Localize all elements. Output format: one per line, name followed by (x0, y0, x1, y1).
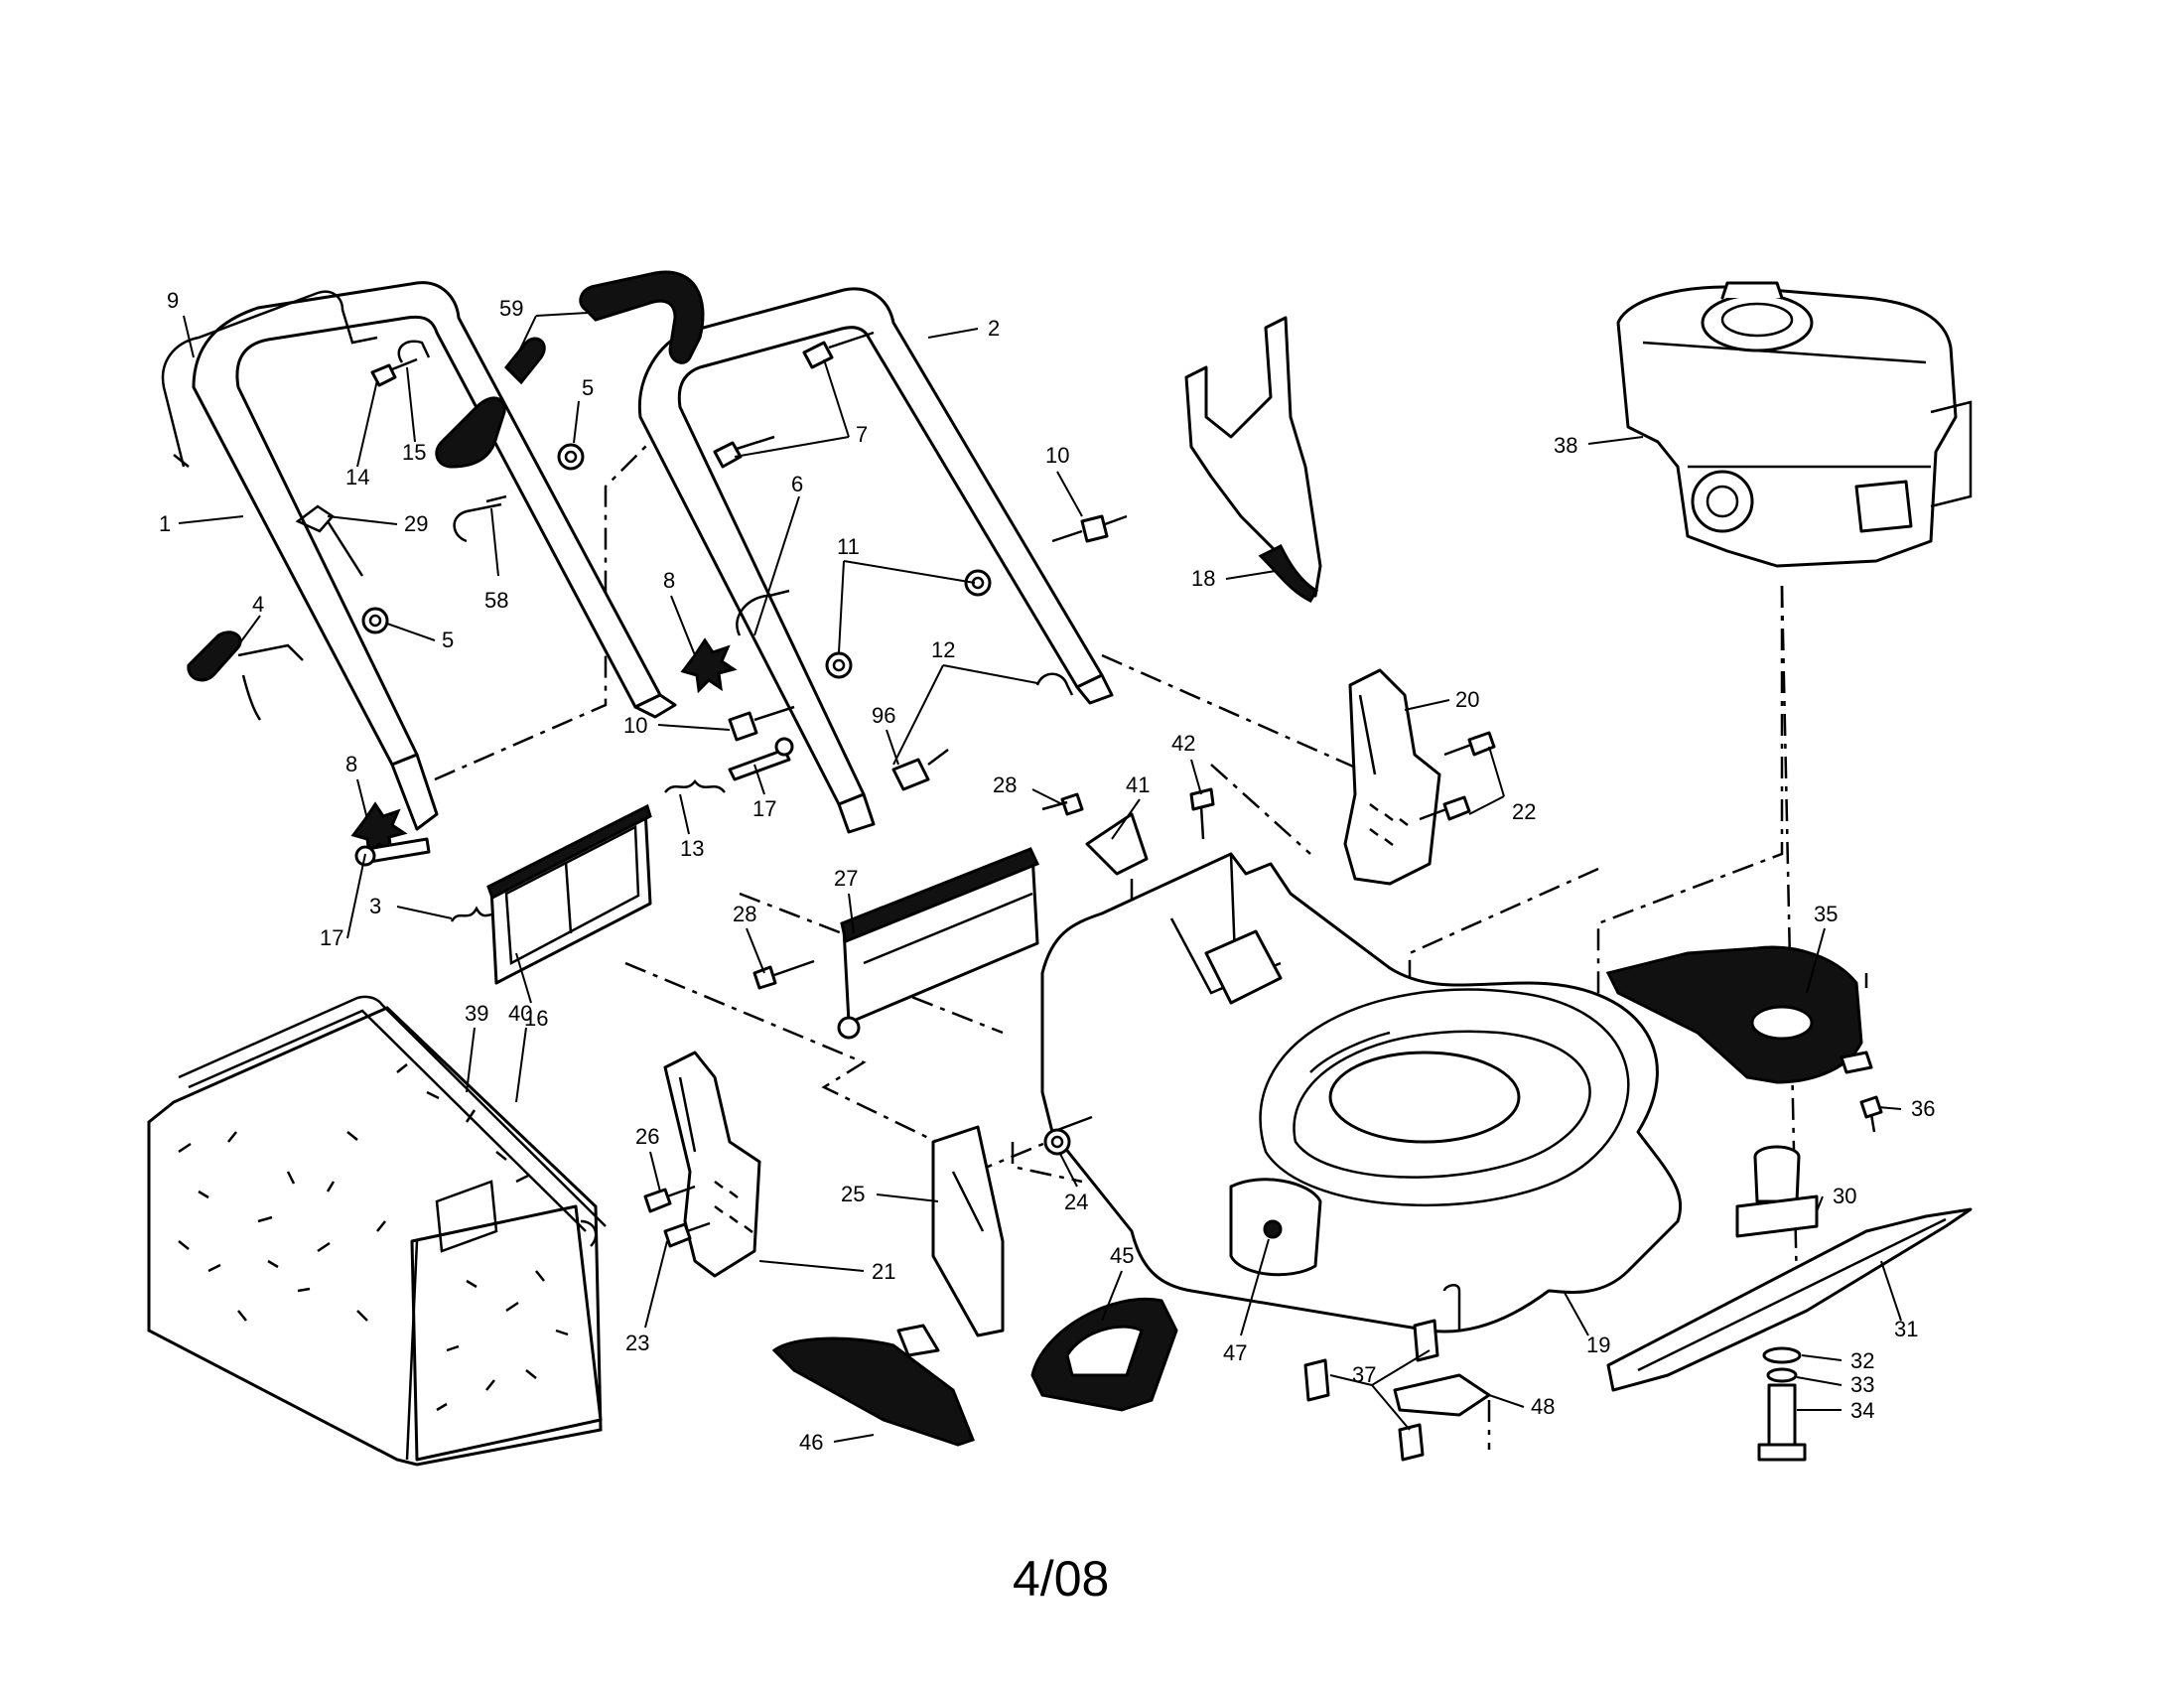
callout-33: 33 (1850, 1372, 1874, 1397)
deck-nut (1043, 1128, 1071, 1156)
mulch-insert (1184, 316, 1322, 603)
callout-labels: 9 59 2 5 7 14 15 1 29 58 4 5 8 6 11 10 1… (159, 288, 1935, 1455)
callout-30: 30 (1833, 1184, 1856, 1208)
side-discharge-plug (931, 1125, 1005, 1337)
height-adjuster-rear (1343, 668, 1496, 886)
callout-10-lower: 10 (623, 713, 647, 738)
callout-19: 19 (1586, 1333, 1610, 1357)
grass-bag (147, 995, 607, 1467)
callout-45: 45 (1110, 1243, 1134, 1268)
callout-4: 4 (252, 592, 264, 617)
callout-5-upper: 5 (582, 375, 594, 400)
upper-handle-right (637, 287, 1114, 834)
blade-hardware (1757, 1346, 1807, 1462)
callout-25: 25 (841, 1182, 865, 1206)
height-adjuster-front (643, 1051, 761, 1278)
diagram-date-code: 4/08 (1013, 1551, 1109, 1607)
handle-hardware (187, 331, 1128, 922)
callout-10-upper: 10 (1045, 443, 1069, 468)
handle-grip (435, 270, 705, 469)
callout-40: 40 (508, 1001, 532, 1026)
callout-11: 11 (837, 534, 860, 559)
callout-42: 42 (1171, 731, 1195, 756)
callout-5-lower: 5 (442, 628, 454, 652)
callout-48: 48 (1531, 1394, 1555, 1419)
engine (1616, 281, 1973, 568)
callout-22: 22 (1512, 799, 1536, 824)
callout-28-upper: 28 (993, 772, 1017, 797)
rear-door (486, 803, 652, 985)
rear-flap (837, 847, 1040, 1040)
callout-15: 15 (402, 440, 426, 465)
mulch-plug (771, 1324, 975, 1447)
callout-58: 58 (484, 588, 508, 613)
callout-39: 39 (465, 1001, 488, 1026)
callout-8-upper: 8 (663, 568, 675, 593)
callout-27: 27 (834, 866, 858, 891)
deck-bolts-and-bracket (1303, 1284, 1491, 1462)
callout-14: 14 (345, 465, 369, 490)
rear-flap-bolts (752, 792, 1084, 990)
callout-35: 35 (1814, 902, 1838, 926)
callout-32: 32 (1850, 1348, 1874, 1373)
callout-41: 41 (1126, 772, 1150, 797)
callout-7: 7 (856, 422, 868, 447)
callout-31: 31 (1894, 1317, 1918, 1341)
callout-38: 38 (1554, 433, 1577, 458)
callout-18: 18 (1191, 566, 1215, 591)
callout-13: 13 (680, 836, 704, 861)
callout-3: 3 (369, 894, 381, 918)
callout-20: 20 (1455, 687, 1479, 712)
deck-bolt (1189, 787, 1215, 840)
callout-96: 96 (872, 703, 895, 728)
callout-21: 21 (872, 1259, 895, 1284)
callout-24: 24 (1064, 1190, 1088, 1214)
small-shield (1085, 812, 1149, 876)
rear-discharge-plug (1030, 1298, 1178, 1412)
mower-blade (1606, 1207, 1973, 1392)
callout-1: 1 (159, 511, 171, 536)
upper-handle-left (161, 281, 677, 831)
callout-6: 6 (791, 472, 803, 496)
callout-59: 59 (499, 296, 523, 321)
callout-46: 46 (799, 1430, 823, 1455)
blade-adapter-baffle (1605, 945, 1883, 1133)
callout-29: 29 (404, 511, 428, 536)
callout-37: 37 (1352, 1362, 1376, 1387)
callout-8-lower: 8 (345, 752, 357, 776)
callout-16: 16 (524, 1006, 548, 1031)
callout-12: 12 (931, 637, 955, 662)
mower-deck (1040, 852, 1683, 1333)
callout-28-lower: 28 (733, 902, 756, 926)
callout-17-lower: 17 (320, 925, 343, 950)
callout-36: 36 (1911, 1096, 1935, 1121)
callout-9: 9 (167, 288, 179, 313)
blade-adapter (1735, 1145, 1819, 1238)
callout-leaders (178, 312, 1902, 1443)
callout-26: 26 (635, 1124, 659, 1149)
callout-2: 2 (988, 316, 1000, 341)
callout-23: 23 (625, 1331, 649, 1355)
callout-47: 47 (1223, 1340, 1247, 1365)
callout-17-upper: 17 (752, 796, 776, 821)
callout-34: 34 (1850, 1398, 1874, 1423)
